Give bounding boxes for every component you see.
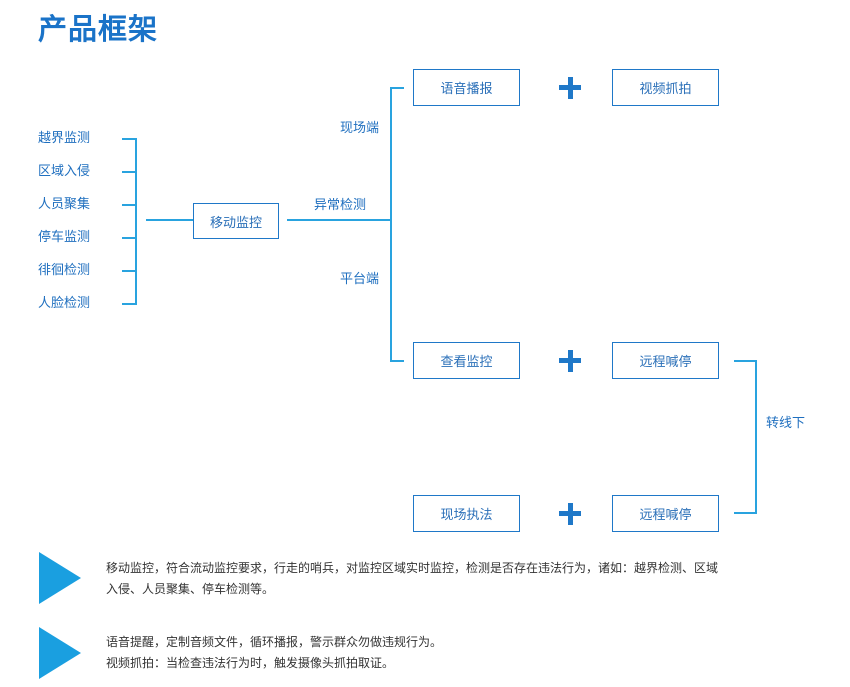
branch-vertical <box>390 87 392 362</box>
arrow-icon <box>39 552 81 604</box>
onsite-enforcement-box: 现场执法 <box>413 495 520 532</box>
connector-line <box>122 270 136 272</box>
remote-stop-box: 远程喊停 <box>612 342 719 379</box>
bracket-vertical <box>135 138 137 305</box>
detect-item: 人脸检测 <box>38 296 91 311</box>
detect-item: 越界监测 <box>38 131 91 146</box>
view-monitor-box: 查看监控 <box>413 342 520 379</box>
connector-line <box>390 87 404 89</box>
voice-broadcast-box: 语音播报 <box>413 69 520 106</box>
video-capture-box: 视频抓拍 <box>612 69 719 106</box>
connector-line <box>390 360 404 362</box>
note-block: 语音提醒，定制音频文件，循环播报，警示群众勿做违规行为。 视频抓拍：当检查违法行… <box>106 632 806 674</box>
note-line: 入侵、人员聚集、停车检测等。 <box>106 582 275 596</box>
note-line: 移动监控，符合流动监控要求，行走的哨兵，对监控区域实时监控，检测是否存在违法行为… <box>106 561 719 575</box>
branch-label-abnormal: 异常检测 <box>314 198 367 213</box>
transfer-vertical <box>755 360 757 514</box>
branch-label-site: 现场端 <box>340 121 380 136</box>
connector-line <box>122 237 136 239</box>
mobile-monitor-box: 移动监控 <box>193 203 279 239</box>
connector-line <box>287 219 391 221</box>
connector-line <box>122 138 136 140</box>
connector-line <box>122 303 136 305</box>
plus-icon <box>559 503 581 525</box>
plus-icon <box>559 350 581 372</box>
page-title: 产品框架 <box>38 12 159 46</box>
detect-item: 人员聚集 <box>38 197 91 212</box>
note-block: 移动监控，符合流动监控要求，行走的哨兵，对监控区域实时监控，检测是否存在违法行为… <box>106 558 806 600</box>
plus-icon <box>559 77 581 99</box>
connector-line <box>122 171 136 173</box>
branch-label-platform: 平台端 <box>340 272 380 287</box>
note-line: 语音提醒，定制音频文件，循环播报，警示群众勿做违规行为。 <box>106 635 443 649</box>
connector-line <box>146 219 193 221</box>
transfer-label: 转线下 <box>766 416 806 431</box>
connector-line <box>734 360 757 362</box>
connector-line <box>122 204 136 206</box>
arrow-icon <box>39 627 81 679</box>
connector-line <box>734 512 757 514</box>
detect-item: 徘徊检测 <box>38 263 91 278</box>
detect-item: 停车监测 <box>38 230 91 245</box>
detect-item: 区域入侵 <box>38 164 91 179</box>
remote-stop-box: 远程喊停 <box>612 495 719 532</box>
note-line: 视频抓拍：当检查违法行为时，触发摄像头抓拍取证。 <box>106 656 395 670</box>
